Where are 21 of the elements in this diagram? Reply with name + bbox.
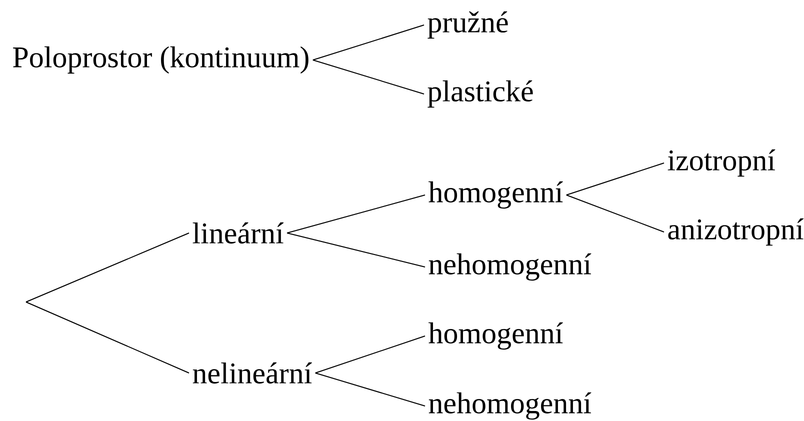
tree-label: nelineární — [192, 362, 312, 384]
branch-line — [286, 232, 426, 268]
tree-label: lineární — [192, 222, 284, 244]
tree-label: pružné — [428, 11, 508, 39]
branch-line — [314, 336, 426, 374]
branch-line — [286, 194, 426, 234]
tree-label: homogenní — [428, 181, 563, 209]
branch-line — [312, 24, 424, 60]
branch-line — [312, 60, 424, 94]
branch-line — [314, 372, 426, 406]
tree-label: izotropní — [668, 149, 776, 177]
branch-line — [26, 302, 190, 374]
tree-label: Poloprostor (kontinuum) — [13, 46, 308, 74]
tree-label: nehomogenní — [428, 253, 592, 281]
branch-line — [566, 162, 664, 196]
tree-label: anizotropní — [668, 218, 804, 246]
branch-line — [566, 194, 664, 232]
branch-line — [26, 232, 190, 302]
tree-label: plastické — [428, 80, 533, 108]
tree-label: nehomogenní — [428, 392, 592, 420]
tree-label: homogenní — [428, 322, 563, 350]
